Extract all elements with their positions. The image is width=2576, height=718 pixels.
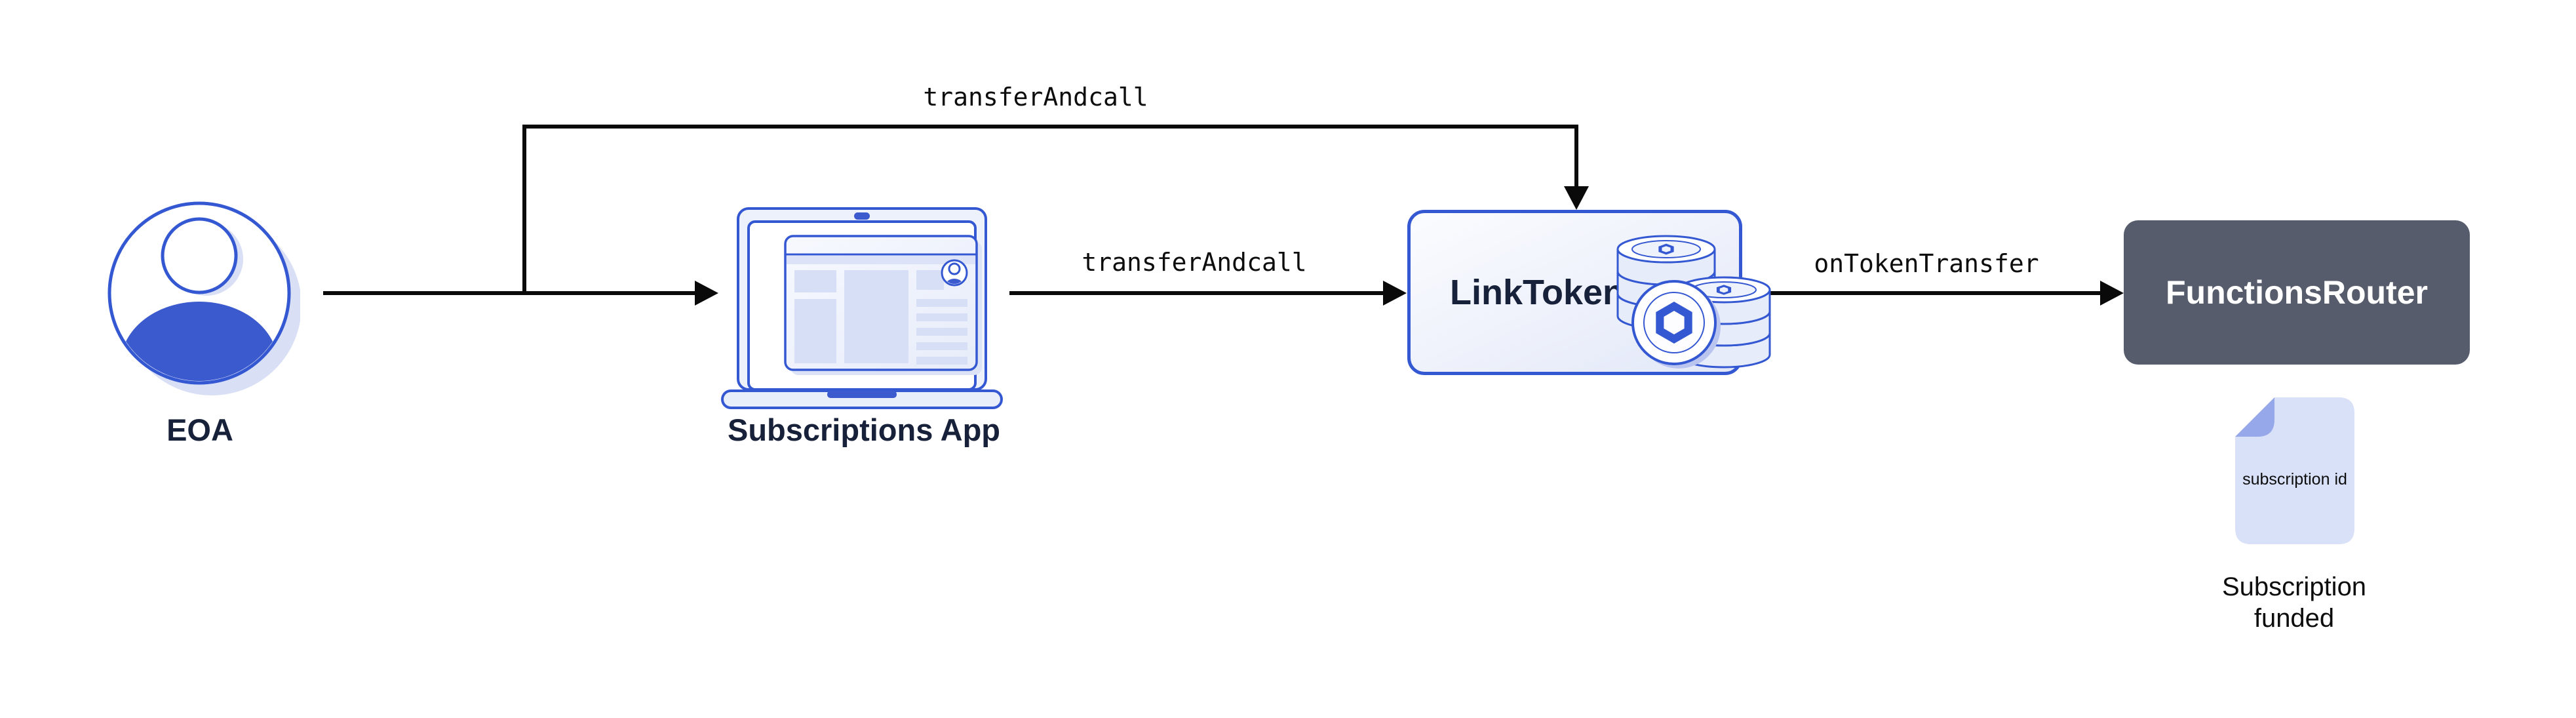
eoa-user-icon <box>104 195 302 400</box>
edge-linktoken-to-router-line <box>1770 291 2101 295</box>
browser-address-strip <box>787 256 975 264</box>
edge-eoa-to-linktoken-arrowhead-icon <box>1564 186 1589 210</box>
subscription-id-document-icon <box>2235 397 2354 544</box>
edge-eoa-to-app-arrowhead-icon <box>695 281 718 306</box>
edge-label-transferandcall-top: transferAndcall <box>923 83 1148 111</box>
eoa-label: EOA <box>166 412 233 447</box>
functionsrouter-node: FunctionsRouter <box>2124 220 2470 365</box>
edge-linktoken-to-router-arrowhead-icon <box>2100 281 2124 306</box>
edge-eoa-to-linktoken-branch-line <box>522 125 526 295</box>
subscription-id-text: subscription id <box>2242 470 2347 489</box>
document-folded-corner <box>2235 397 2274 437</box>
functionsrouter-label: FunctionsRouter <box>2166 274 2428 311</box>
edge-eoa-to-app-line <box>323 291 698 295</box>
subscriptions-app-label: Subscriptions App <box>727 412 1001 447</box>
edge-app-to-linktoken-arrowhead-icon <box>1383 281 1407 306</box>
laptop-webcam <box>854 212 870 220</box>
linktoken-label: LinkToken <box>1450 273 1625 312</box>
edge-label-ontokentransfer: onTokenTransfer <box>1814 249 2039 278</box>
browser-content-blocks <box>794 270 967 365</box>
link-token-coins-icon <box>1614 223 1775 376</box>
subscriptions-app-laptop-icon <box>721 205 1003 411</box>
edge-app-to-linktoken-line <box>1009 291 1384 295</box>
chainlink-coin-icon <box>1631 280 1721 369</box>
avatar-shoulders <box>121 302 278 381</box>
avatar-head <box>161 217 238 294</box>
subscription-funded-caption: Subscription funded <box>2221 572 2367 633</box>
edge-eoa-to-linktoken-top-line <box>522 125 1578 129</box>
laptop-base-notch <box>827 391 897 398</box>
edge-eoa-to-linktoken-drop-line <box>1574 125 1578 188</box>
edge-label-transferandcall-mid: transferAndcall <box>1082 248 1307 277</box>
